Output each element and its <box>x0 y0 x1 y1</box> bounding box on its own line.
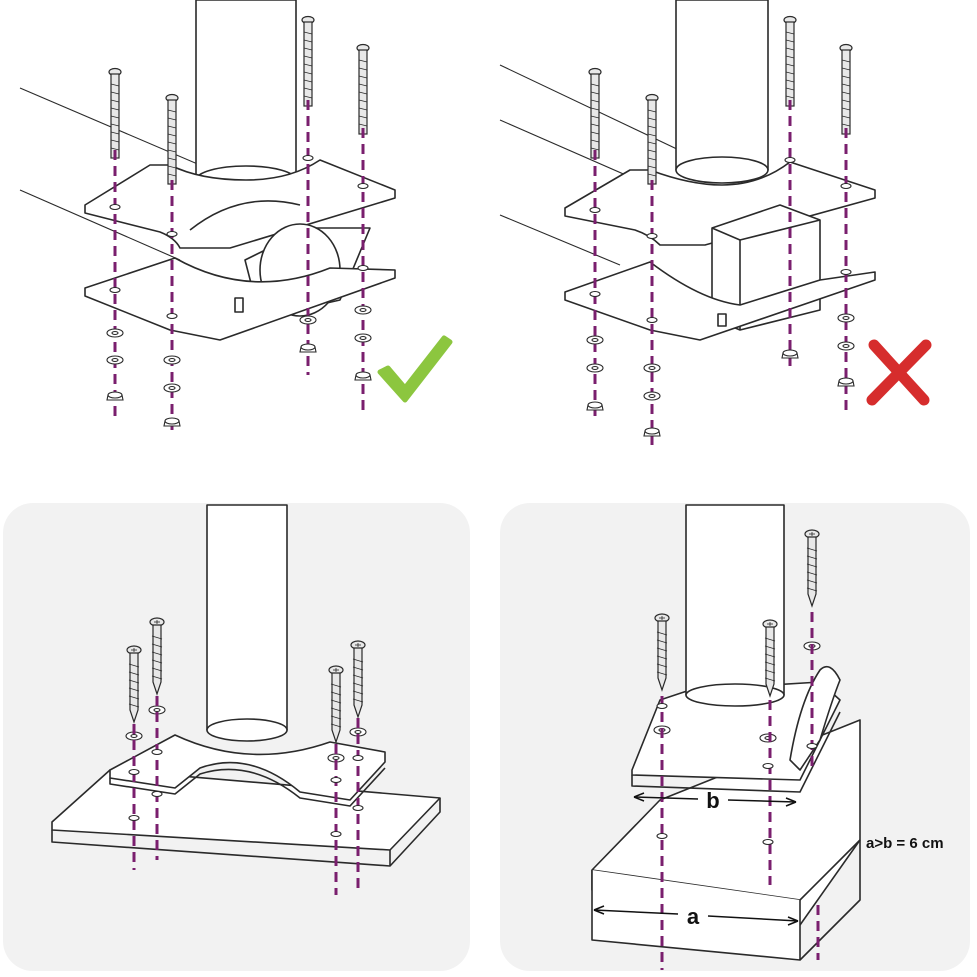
mounting-block-front <box>591 870 801 961</box>
washer-icon <box>354 333 372 343</box>
nut-icon <box>586 401 604 411</box>
washer-icon <box>643 391 661 401</box>
panel-top-right <box>499 0 932 445</box>
washer-icon <box>837 313 855 323</box>
checkmark-icon <box>377 335 453 403</box>
post <box>206 504 288 731</box>
washer-icon <box>354 305 372 315</box>
washer-icon <box>106 355 124 365</box>
post <box>685 504 785 696</box>
washer-icon <box>586 335 604 345</box>
post <box>195 0 297 181</box>
nut-icon <box>781 349 799 359</box>
clamp-plate <box>109 734 386 801</box>
washer-icon <box>299 315 317 325</box>
nut-icon <box>354 371 372 381</box>
lower-clamp-plate <box>564 261 876 341</box>
screw-icon <box>108 67 122 159</box>
washer-icon <box>643 363 661 373</box>
dimension-b: b <box>633 788 797 813</box>
label-a: a <box>687 904 700 929</box>
post <box>675 0 769 171</box>
nut-icon <box>643 427 661 437</box>
washer-icon <box>106 328 124 338</box>
washer-icon <box>586 363 604 373</box>
nut-icon <box>299 343 317 353</box>
dimension-a: a <box>593 904 799 929</box>
screw-icon <box>645 93 659 185</box>
screw-icon <box>301 15 315 107</box>
panel-bottom-left <box>3 503 470 971</box>
screw-icon <box>839 43 853 135</box>
screw-icon <box>356 43 370 135</box>
screw-icon <box>783 15 797 107</box>
washer-icon <box>759 733 777 743</box>
nut-icon <box>837 377 855 387</box>
nut-icon <box>106 391 124 401</box>
label-b: b <box>706 788 719 813</box>
screw-icon <box>165 93 179 185</box>
cross-icon <box>866 339 932 406</box>
panel-bottom-right: b a a>b = 6 cm <box>500 503 970 971</box>
screw-icon <box>588 67 602 159</box>
washer-icon <box>163 383 181 393</box>
nut-icon <box>163 417 181 427</box>
washer-icon <box>163 355 181 365</box>
washer-icon <box>837 341 855 351</box>
panel-top-left <box>19 0 453 430</box>
dimension-note: a>b = 6 cm <box>866 835 944 852</box>
saddle-arch <box>789 665 841 771</box>
